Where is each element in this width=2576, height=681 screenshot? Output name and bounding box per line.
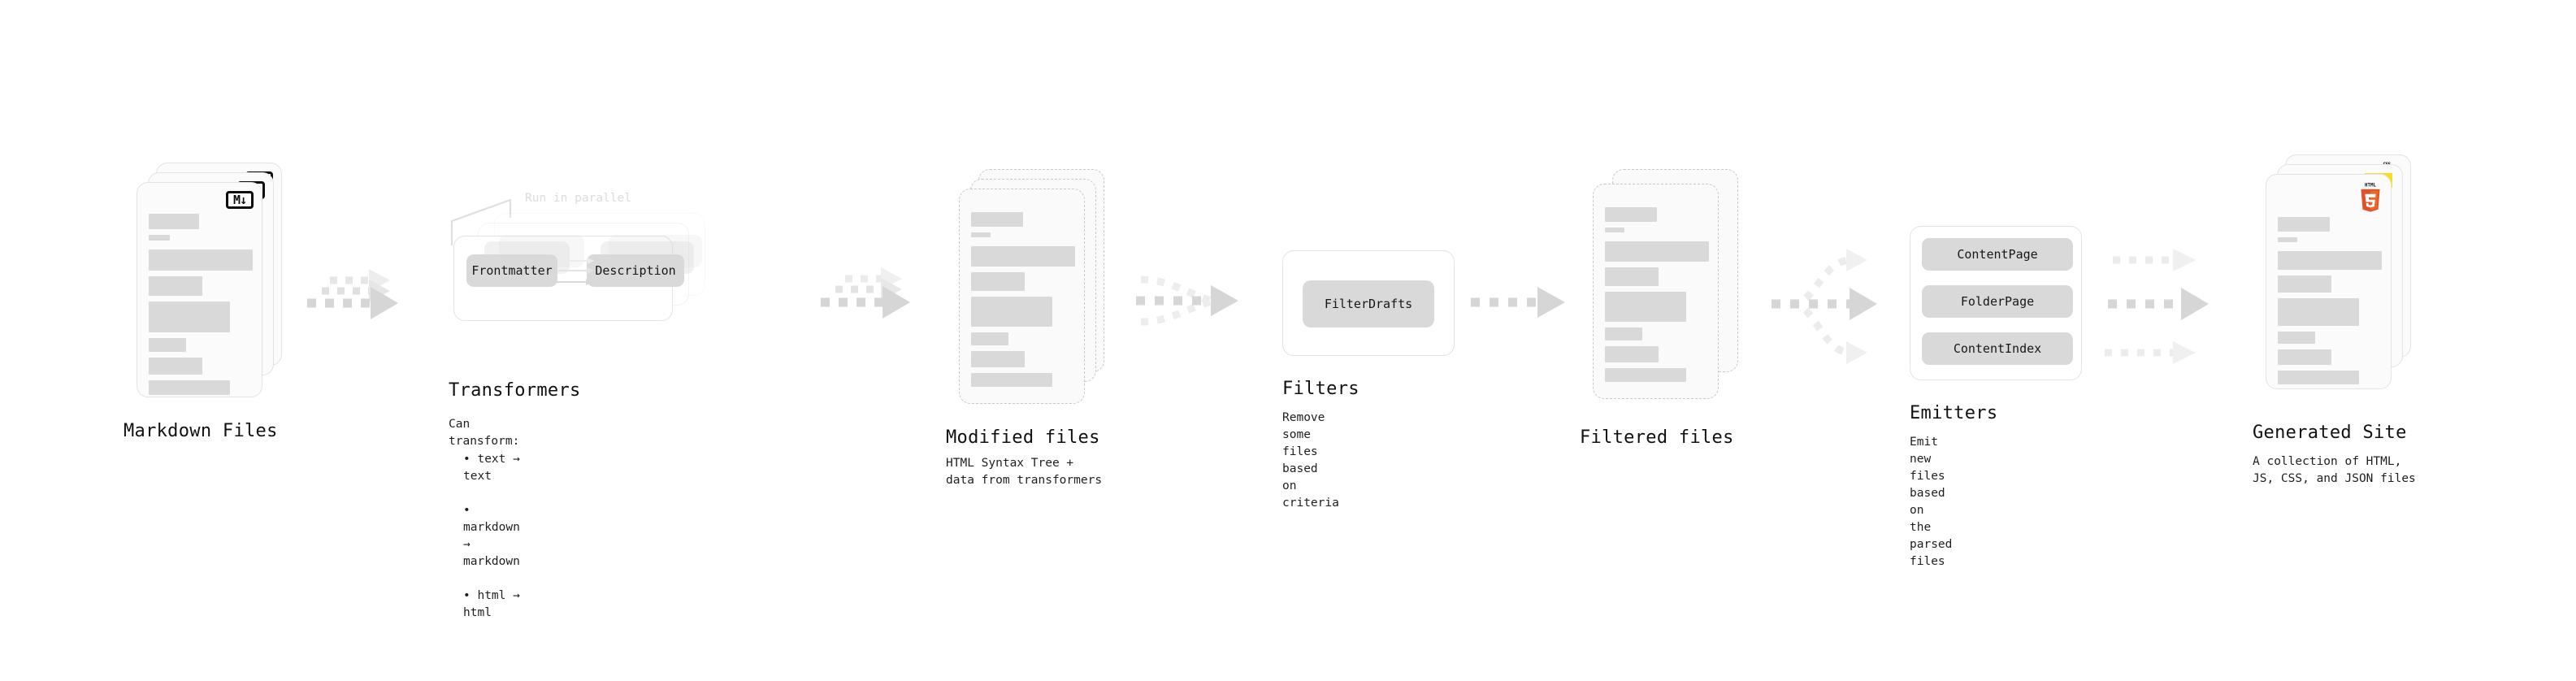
content-bar: [2278, 349, 2331, 365]
modified-card-stack: [952, 169, 1123, 413]
content-bar: [2278, 217, 2330, 232]
file-content-placeholder: [1605, 207, 1709, 388]
filtered-card-stack: [1586, 169, 1757, 413]
content-bar: [149, 235, 170, 241]
stage-title-filtered-files: Filtered files: [1580, 427, 1734, 448]
content-bar: [149, 358, 202, 375]
emitter-item-contentpage[interactable]: ContentPage: [1922, 238, 2073, 271]
content-bar: [149, 301, 230, 332]
content-bar: [2278, 251, 2382, 270]
emitters-group-box: ContentPage FolderPage ContentIndex: [1910, 226, 2082, 380]
content-bar: [971, 272, 1025, 291]
svg-text:HTML: HTML: [2365, 184, 2376, 189]
generated-site-description: A collection of HTML, JS, CSS, and JSON …: [2253, 455, 2416, 486]
filters-group-box: FilterDrafts: [1282, 250, 1455, 356]
content-bar: [1605, 292, 1686, 322]
arrow-emitters-to-site: [2105, 237, 2259, 392]
transformer-group-front: Frontmatter Description: [453, 235, 702, 321]
emitters-description: Emit new files based on the parsed files: [1910, 436, 1953, 569]
content-bar: [971, 212, 1023, 227]
html5-icon: HTML: [2361, 184, 2380, 212]
bullet-item: • markdown → markdown: [463, 504, 520, 569]
content-bar: [1605, 368, 1686, 382]
stage-markdown-files: M↓ M↓ M↓ Markdown Files: [124, 163, 301, 441]
stage-title-markdown-files: Markdown Files: [124, 421, 278, 441]
content-bar: [971, 351, 1025, 367]
bullet-item: • html → html: [463, 589, 520, 620]
content-bar: [2278, 275, 2331, 293]
content-bar: [1605, 228, 1624, 232]
content-bar: [149, 338, 186, 352]
arrow-markdown-to-transformers: [307, 264, 413, 354]
content-bar: [971, 297, 1052, 327]
bullet-item: • text → text: [463, 453, 520, 484]
arrow-filtered-to-emitters: [1772, 237, 1918, 392]
stage-title-generated-site: Generated Site: [2253, 423, 2407, 443]
internal-flow-arrows: [557, 258, 594, 285]
stage-title-modified-files: Modified files: [946, 427, 1100, 448]
run-in-parallel-bracket: [450, 198, 512, 245]
file-content-placeholder: [149, 214, 253, 401]
content-bar: [1605, 327, 1642, 340]
generated-card-html: HTML: [2266, 174, 2392, 389]
markdown-icon: M↓: [226, 191, 254, 209]
stage-title-filters: Filters: [1282, 379, 1360, 399]
content-bar: [971, 246, 1075, 267]
content-bar: [149, 276, 202, 296]
content-bar: [2278, 237, 2297, 242]
markdown-card-stack: M↓ M↓ M↓: [130, 163, 301, 406]
file-content-placeholder: [2278, 217, 2382, 390]
content-bar: [149, 214, 199, 229]
file-content-placeholder: [971, 212, 1075, 393]
content-bar: [1605, 241, 1709, 262]
filter-item-filterdrafts[interactable]: FilterDrafts: [1303, 280, 1434, 327]
content-bar: [2278, 298, 2359, 326]
content-bar: [971, 232, 991, 237]
markdown-card-front: M↓: [137, 182, 262, 397]
transformers-bullets: • text → text • markdown → markdown • ht…: [463, 434, 520, 639]
content-bar: [971, 373, 1052, 387]
run-in-parallel-label: Run in parallel: [525, 192, 631, 205]
transformers-description: Can transform:: [449, 418, 520, 449]
arrow-modified-to-filters: [1136, 268, 1266, 358]
transformer-item-description[interactable]: Description: [587, 254, 684, 287]
content-bar: [2278, 332, 2315, 344]
content-bar: [149, 249, 253, 271]
arrow-transformers-to-modified: [821, 264, 926, 354]
content-bar: [1605, 346, 1659, 362]
modified-files-description: HTML Syntax Tree + data from transformer…: [946, 457, 1103, 488]
generated-card-stack: CSS HTML: [2259, 154, 2430, 398]
emitter-item-folderpage[interactable]: FolderPage: [1922, 285, 2073, 318]
emitter-item-contentindex[interactable]: ContentIndex: [1922, 332, 2073, 365]
content-bar: [2278, 371, 2359, 384]
stage-generated-site: CSS HTML Generated Si: [2253, 154, 2430, 485]
stage-filtered-files: Filtered files: [1580, 169, 1757, 448]
modified-card-front: [959, 189, 1085, 404]
stage-modified-files: Modified files HTML Syntax Tree + data f…: [946, 169, 1123, 487]
stage-title-transformers: Transformers: [449, 380, 581, 401]
stage-title-emitters: Emitters: [1910, 403, 1998, 423]
filtered-card-front: [1593, 184, 1719, 399]
content-bar: [149, 380, 230, 395]
content-bar: [1605, 267, 1659, 286]
arrow-filters-to-filtered: [1471, 286, 1593, 343]
filters-description: Remove some files based on criteria: [1282, 411, 1339, 510]
content-bar: [971, 332, 1008, 345]
content-bar: [1605, 207, 1657, 222]
transformer-item-frontmatter[interactable]: Frontmatter: [466, 254, 557, 287]
